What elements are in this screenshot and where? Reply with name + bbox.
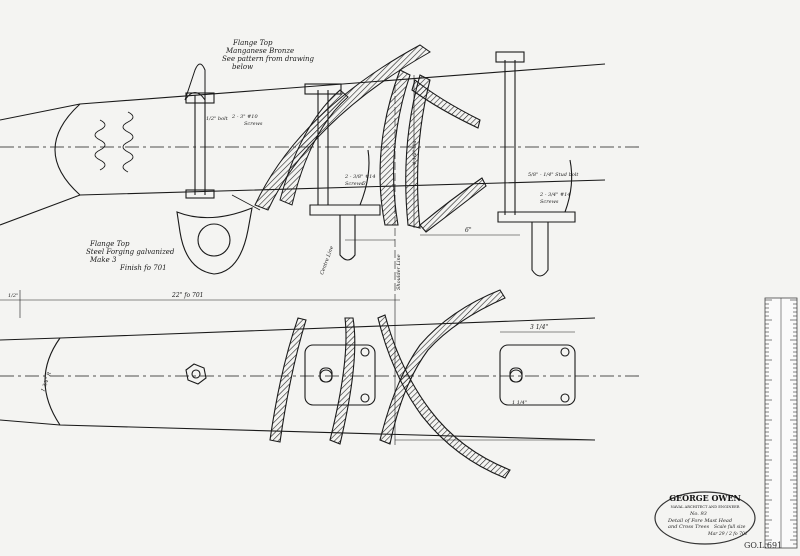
lower-plan — [0, 289, 640, 479]
note-flange-top-1: Flange Top — [232, 39, 273, 47]
stamp-line5: Scale full size — [714, 524, 746, 530]
note-flange-bottom-3: Make 3 — [89, 256, 117, 264]
dim-mid-3: Screws — [345, 181, 364, 187]
dim-top-left: 2 - 3" #10 — [231, 114, 258, 120]
note-flange-top-2: Manganese Bronze — [225, 47, 294, 55]
dim-top-left-2: Screws — [244, 121, 263, 127]
note-flange-top-4: below — [232, 63, 253, 71]
dim-right-bolt: 5/8" - 1/4" Stud bolt — [528, 172, 579, 178]
stamp-line2: No. 93 — [689, 511, 707, 517]
stamp-line3: Detail of Fore Mast Head — [667, 518, 732, 524]
dim-right-screws: 2 - 3/4" #14 — [539, 192, 571, 198]
stamp-line4: and Cross Trees — [668, 524, 710, 530]
upper-elevation — [0, 44, 640, 300]
note-flange-top-3: See pattern from drawing — [222, 55, 315, 63]
dim-plate-side: 1 1/4" — [512, 400, 527, 406]
note-flange-bottom-2: Steel Forging galvanized — [86, 248, 175, 256]
catalog-number: GO.L.691 — [744, 541, 782, 550]
dim-right-6: 6" — [465, 227, 472, 234]
note-flange-bottom-1: Flange Top — [89, 240, 130, 248]
dim-right-4: 4 1/2" dia — [412, 140, 418, 166]
dim-mid: 5" — [362, 181, 367, 187]
dim-right-screws-2: Screws — [540, 199, 559, 205]
note-flange-bottom-4: Finish fo 701 — [119, 264, 167, 272]
stamp-line1: NAVAL ARCHITECT AND ENGINEER — [671, 505, 740, 509]
stamp-company: GEORGE OWEN — [669, 493, 741, 503]
dim-shoulder-line: Shoulder Line — [396, 254, 402, 290]
dim-plate-top: 3 1/4" — [530, 324, 548, 331]
dim-mid-2: 2 - 3/8" #14 — [344, 174, 376, 180]
dim-stud: 1/2" bolt — [206, 116, 229, 122]
measuring-ruler — [764, 297, 798, 549]
title-stamp: GEORGE OWEN NAVAL ARCHITECT AND ENGINEER… — [654, 491, 756, 545]
stamp-line6: Mar 29 / 2 fo 701 — [707, 531, 748, 537]
dim-long: 22" fo 701 — [171, 292, 204, 299]
dim-small: 1/2" — [8, 293, 18, 299]
